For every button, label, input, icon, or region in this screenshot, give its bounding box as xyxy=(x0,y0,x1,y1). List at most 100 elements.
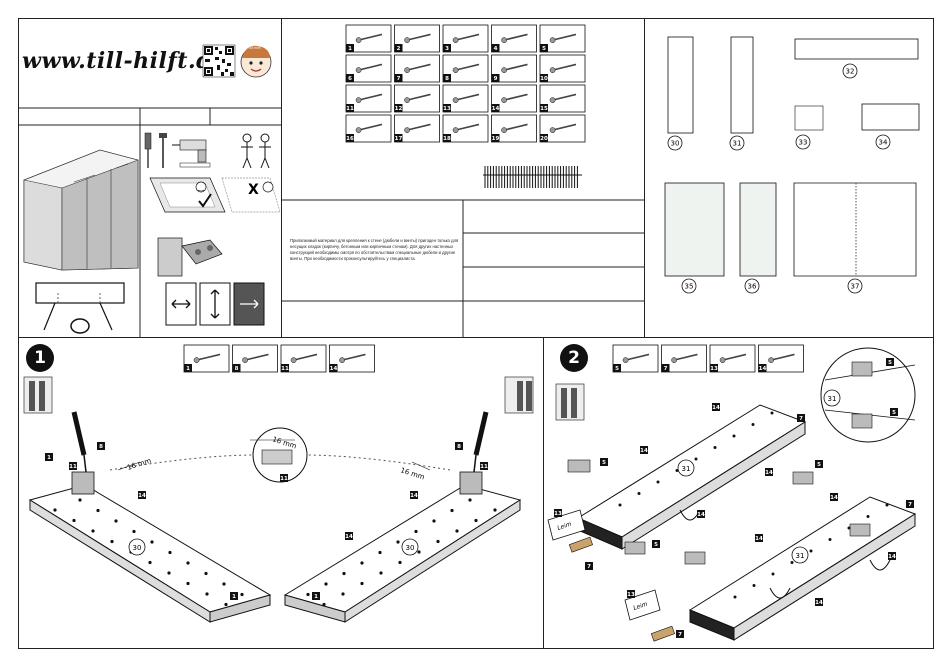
panel-part-number-34: 34 xyxy=(879,139,888,147)
board-hole xyxy=(324,582,328,586)
board-hole xyxy=(752,584,756,587)
svg-text:14: 14 xyxy=(697,512,705,518)
svg-text:11: 11 xyxy=(280,476,288,482)
svg-text:14: 14 xyxy=(138,493,146,499)
part-label-31-lower: 31 xyxy=(791,546,809,564)
board-hole xyxy=(114,519,118,523)
board-hole xyxy=(53,508,57,512)
svg-text:1: 1 xyxy=(232,594,236,600)
step1-callout-8b: 8 xyxy=(455,442,463,450)
hardware-part-11-number: 11 xyxy=(346,106,354,112)
hardware-part-3-number: 3 xyxy=(445,46,449,52)
board-hole xyxy=(656,480,660,484)
board-hole xyxy=(205,592,209,596)
website-url: www.till-hilft.de xyxy=(22,48,227,74)
step2-callout-14f: 14 xyxy=(888,552,896,560)
board-hole xyxy=(168,550,172,555)
step2-callout-14g: 14 xyxy=(815,598,823,606)
hardware-part-6: 6 xyxy=(345,54,392,83)
step2-callout-13: 13 xyxy=(554,509,562,517)
board-hole xyxy=(809,549,813,553)
svg-text:13: 13 xyxy=(554,511,562,517)
panel-part-number-36: 36 xyxy=(748,283,757,291)
cabinet-illustration xyxy=(23,149,139,271)
board-hole xyxy=(72,518,76,523)
till-mascot-logo: Till hilft xyxy=(240,45,272,78)
qr-code-icon xyxy=(202,44,236,78)
part-label-31-upper: 31 xyxy=(677,459,695,477)
step2-callout-14: 14 xyxy=(712,403,720,411)
hardware-part-5-number: 5 xyxy=(542,46,546,52)
panel-part-label-37: 37 xyxy=(847,278,863,294)
board-hole xyxy=(828,538,832,541)
hardware-part-19: 19 xyxy=(491,114,537,143)
step1-part-8-number: 8 xyxy=(235,366,239,372)
hardware-part-11: 11 xyxy=(345,84,392,113)
hardware-part-16: 16 xyxy=(345,114,392,143)
board-hole xyxy=(637,492,641,495)
hardware-part-4-number: 4 xyxy=(494,46,498,52)
screw-strip-icon xyxy=(483,166,582,188)
hardware-part-9: 9 xyxy=(491,54,537,83)
board-hole xyxy=(675,469,679,472)
panel-part-label-32: 32 xyxy=(842,63,858,79)
glue-label-b: Leim xyxy=(632,601,648,612)
board-hole xyxy=(224,602,228,607)
board-hole xyxy=(306,592,310,597)
svg-text:Till hilft: Till hilft xyxy=(247,46,261,50)
hardware-part-10-number: 10 xyxy=(540,76,548,82)
step2-callout-13b: 13 xyxy=(627,590,635,598)
hardware-part-9-number: 9 xyxy=(494,76,498,82)
svg-text:1: 1 xyxy=(314,594,318,600)
panel-part-number-35: 35 xyxy=(685,283,694,291)
board-hole xyxy=(204,571,208,576)
board-hole xyxy=(132,529,136,534)
step2-callout-5: 5 xyxy=(600,458,608,466)
part-label-30-right: 30 xyxy=(401,538,419,556)
svg-text:5: 5 xyxy=(654,542,658,548)
hardware-part-3: 3 xyxy=(442,24,489,53)
svg-text:8: 8 xyxy=(457,444,461,450)
board-hole xyxy=(751,423,755,426)
board-hole xyxy=(78,498,82,502)
step2-callout-7b: 7 xyxy=(797,414,805,422)
hardware-part-13: 13 xyxy=(442,84,489,113)
board-hole xyxy=(96,508,100,513)
panel-part-number-32: 32 xyxy=(846,68,855,76)
part-30-text-left: 30 xyxy=(133,544,142,552)
svg-text:14: 14 xyxy=(410,493,418,499)
hardware-part-8-number: 8 xyxy=(445,76,449,82)
board-hole xyxy=(398,560,402,565)
step2-part-14-number: 14 xyxy=(759,366,767,372)
hardware-part-19-number: 19 xyxy=(492,136,500,142)
svg-text:7: 7 xyxy=(799,416,803,422)
hardware-part-15-number: 15 xyxy=(540,106,548,112)
svg-text:14: 14 xyxy=(640,448,648,454)
step2-assembly-drawing xyxy=(547,347,917,642)
panel-part-label-30: 30 xyxy=(667,135,683,151)
svg-text:5: 5 xyxy=(888,360,892,366)
step2-callout-14e: 14 xyxy=(755,534,763,542)
part-31-text-zoom: 31 xyxy=(828,395,837,403)
wall-mount-warning-text: Прилагаемый материал для крепления к сте… xyxy=(290,238,459,261)
hardware-part-17: 17 xyxy=(394,114,440,143)
step1-callout-14c: 14 xyxy=(410,491,418,499)
step2-part-5: 5 xyxy=(612,344,659,373)
panel-part-label-34: 34 xyxy=(875,134,891,150)
panel-part-label-35: 35 xyxy=(681,278,697,294)
hardware-part-2-number: 2 xyxy=(397,46,401,52)
step2-callout-7c: 7 xyxy=(906,500,914,508)
step2-callout-5e: 5 xyxy=(890,408,898,416)
board-hole xyxy=(455,529,459,533)
step2-number-badge: 2 xyxy=(560,344,588,372)
board-hole xyxy=(436,539,440,544)
hardware-part-8: 8 xyxy=(442,54,489,83)
step1-callout-8: 8 xyxy=(97,442,105,450)
svg-text:8: 8 xyxy=(99,444,103,450)
step2-part-7: 7 xyxy=(661,344,707,373)
board-hole xyxy=(432,519,436,523)
step1-part-14-number: 14 xyxy=(330,366,338,372)
panel-part-label-36: 36 xyxy=(744,278,760,294)
